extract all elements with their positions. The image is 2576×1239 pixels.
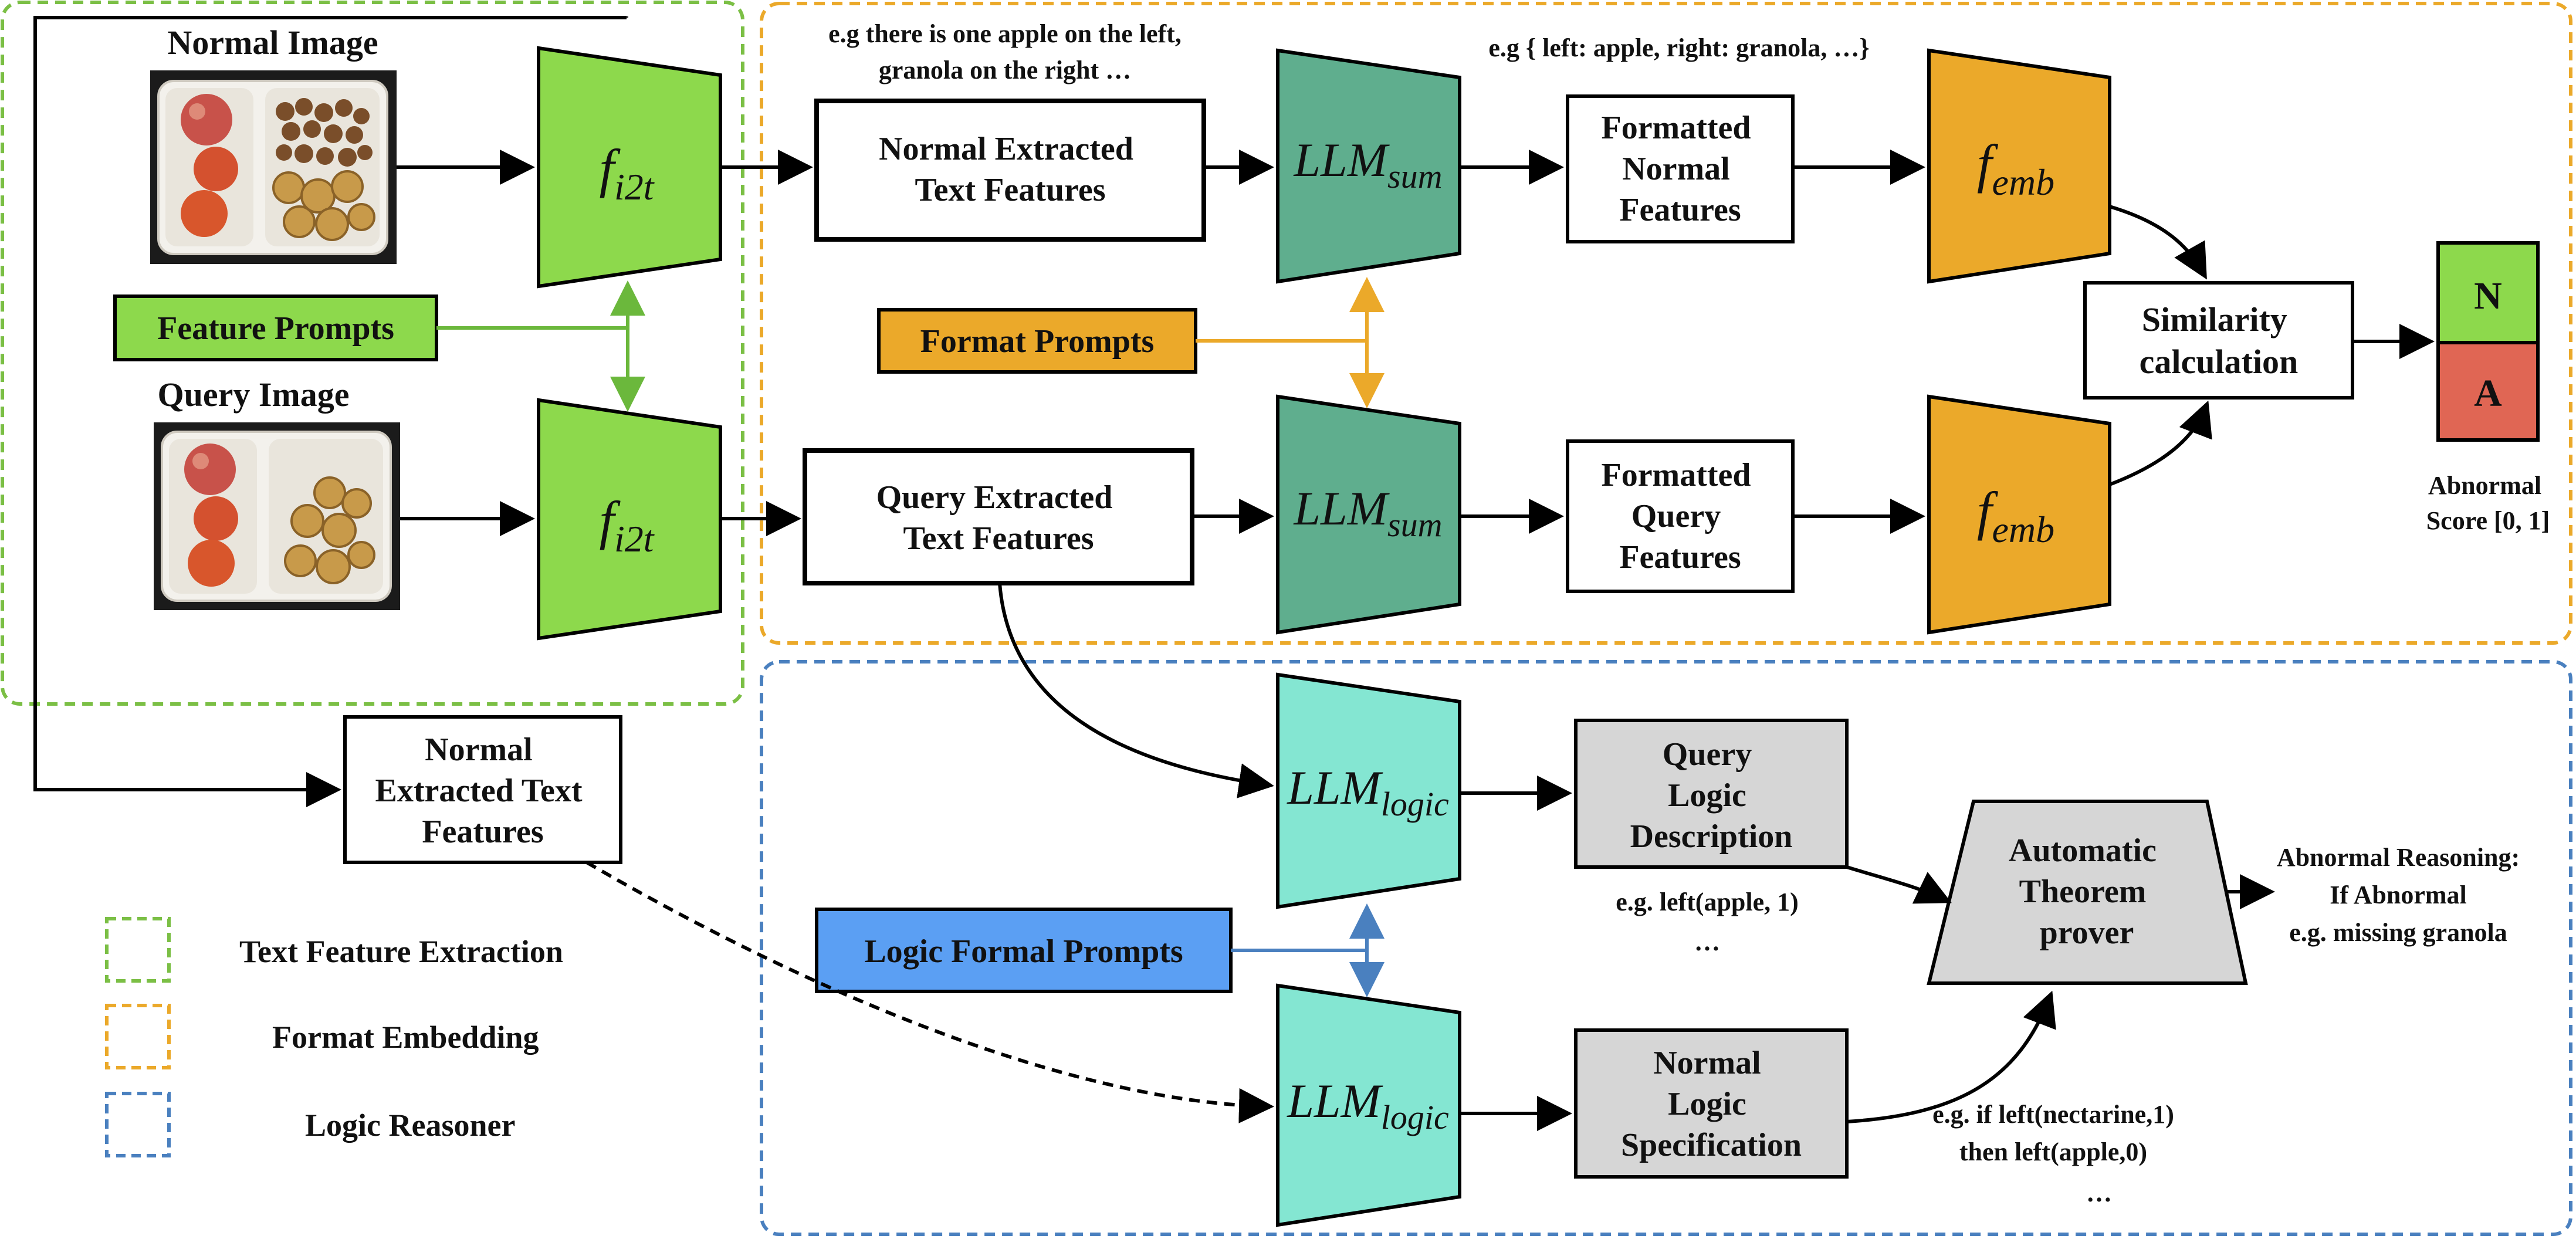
formatted-query-label: Formatted Query Features	[1601, 457, 1759, 576]
query-logic-label: Query Logic Description	[1630, 736, 1793, 855]
i2t-label-normal: fi2t	[599, 138, 655, 208]
region-logic-reasoner	[760, 660, 2572, 1236]
feature-prompts-label: Feature Prompts	[157, 310, 394, 347]
i2t-module-query	[537, 398, 722, 641]
query-image-title: Query Image	[158, 375, 350, 414]
llm-logic-module-normal	[1276, 983, 1461, 1227]
normal-logic-label: Normal Logic Specification	[1621, 1045, 1802, 1163]
similarity-box	[2083, 281, 2354, 400]
example-normal-logic-1: e.g. if left(nectarine,1)	[1932, 1100, 2174, 1129]
legend-label-format-embedding: Format Embedding	[272, 1020, 539, 1055]
example-query-logic-1: e.g. left(apple, 1)	[1616, 888, 1799, 916]
legend-swatch-logic-reasoner	[105, 1092, 171, 1157]
example-format: e.g { left: apple, right: granola, …}	[1488, 33, 1869, 62]
llm-sum-label-normal: LLMsum	[1294, 133, 1443, 195]
abnormal-score-letter: A	[2474, 372, 2502, 415]
formatted-query-box	[1566, 439, 1795, 593]
query-logic-box	[1574, 719, 1849, 869]
llm-logic-module-query	[1276, 672, 1461, 909]
legend-swatch-text-feature	[105, 917, 171, 983]
llm-sum-label-query: LLMsum	[1294, 482, 1443, 544]
emb-module-query	[1927, 394, 2111, 635]
query-extracted-label: Query Extracted Text Features	[876, 479, 1121, 557]
normal-image	[149, 69, 398, 265]
reasoning-line-2: If Abnormal	[2330, 881, 2466, 909]
normal-logic-box	[1574, 1028, 1849, 1179]
emb-label-normal: femb	[1977, 134, 2054, 203]
logic-formal-prompts-box	[815, 908, 1233, 993]
normal-image-title: Normal Image	[167, 23, 378, 62]
emb-module-normal	[1927, 48, 2111, 284]
example-normal-logic-3: …	[2086, 1179, 2112, 1207]
feature-prompts-box	[113, 294, 438, 361]
region-format-embedding	[760, 2, 2572, 645]
reasoning-line-1: Abnormal Reasoning:	[2277, 843, 2520, 872]
normal-extracted-side-label: Normal Extracted Text Features	[375, 732, 590, 850]
reasoning-line-3: e.g. missing granola	[2289, 918, 2507, 947]
normal-score-block	[2436, 241, 2540, 344]
normal-extracted-label: Normal Extracted Text Features	[879, 131, 1142, 208]
normal-score-letter: N	[2474, 275, 2502, 317]
example-normal-logic-2: then left(apple,0)	[1959, 1138, 2147, 1166]
normal-extracted-box	[814, 99, 1206, 242]
normal-extracted-side-box	[343, 715, 622, 864]
llm-sum-module-normal	[1276, 48, 1461, 284]
similarity-label: Similarity calculation	[2140, 300, 2299, 381]
llm-logic-label-normal: LLMlogic	[1287, 1074, 1449, 1136]
abnormal-score-block	[2436, 341, 2540, 442]
region-text-feature-extraction	[1, 1, 744, 706]
legend-label-text-feature: Text Feature Extraction	[239, 934, 563, 969]
query-image	[153, 421, 401, 611]
llm-sum-module-query	[1276, 394, 1461, 635]
formatted-normal-box	[1566, 94, 1795, 243]
legend-swatch-format-embedding	[105, 1004, 171, 1069]
abnormal-score-label: Abnormal Score [0, 1]	[2426, 471, 2550, 535]
format-prompts-label: Format Prompts	[920, 323, 1155, 360]
example-query-logic-2: …	[1694, 927, 1720, 956]
llm-logic-label-query: LLMlogic	[1287, 761, 1449, 823]
connectors	[33, 16, 2435, 1131]
logic-formal-prompts-label: Logic Formal Prompts	[864, 933, 1183, 970]
i2t-module-normal	[537, 46, 722, 289]
theorem-prover-label: Automatic Theorem prover	[2009, 832, 2165, 951]
example-top-line-1: e.g there is one apple on the left,	[828, 19, 1182, 48]
formatted-normal-label: Formatted Normal Features	[1601, 110, 1759, 228]
example-top-line-2: granola on the right …	[879, 56, 1131, 84]
theorem-prover-shape	[1927, 800, 2248, 985]
format-prompts-box	[877, 308, 1197, 374]
legend-label-logic-reasoner: Logic Reasoner	[305, 1108, 515, 1143]
query-extracted-box	[803, 448, 1194, 585]
